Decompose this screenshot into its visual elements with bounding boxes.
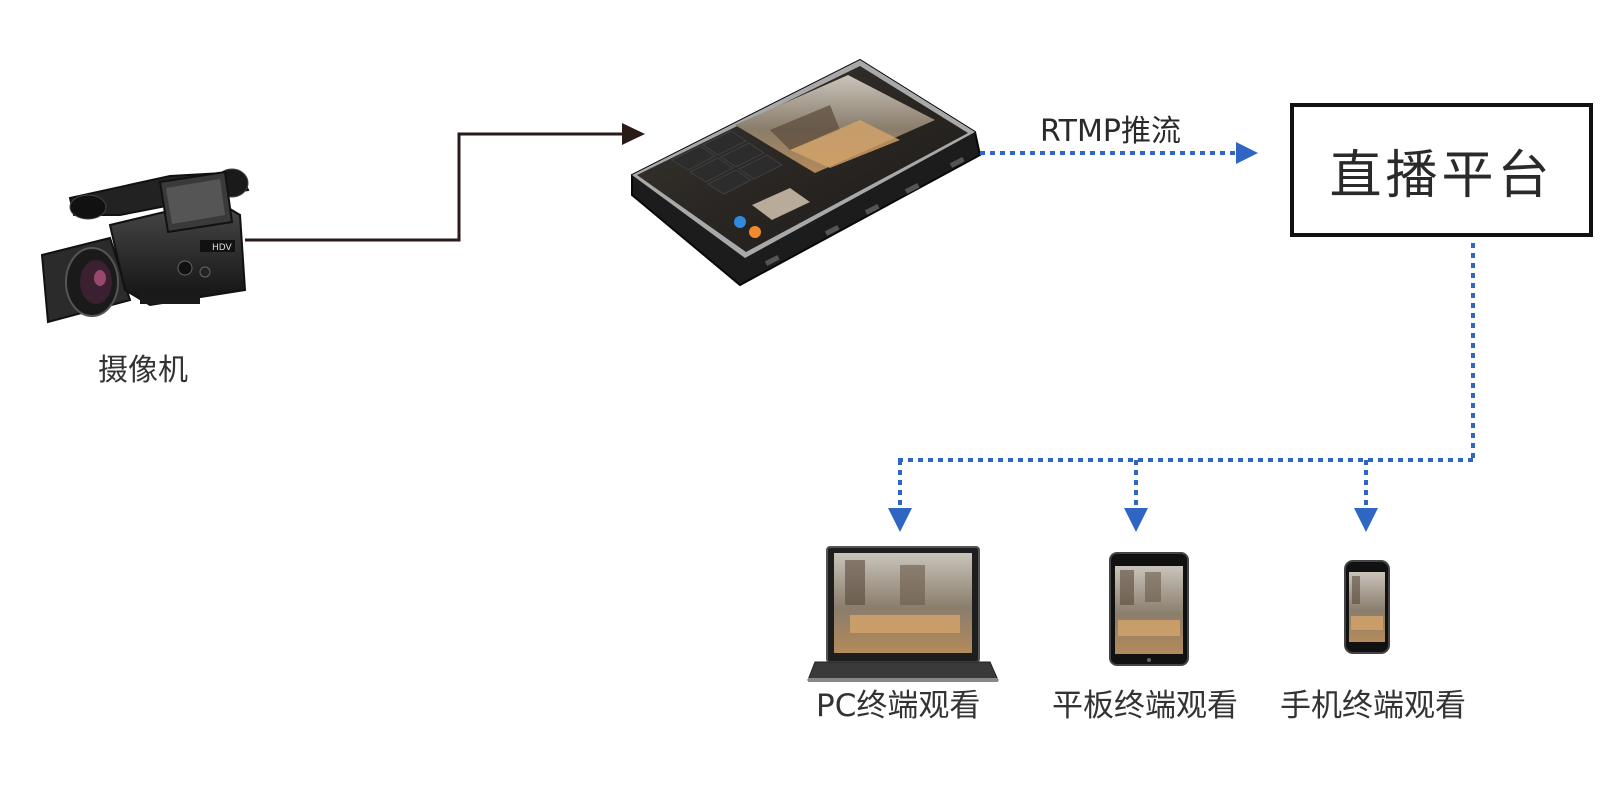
pc-viewer-label: PC终端观看 bbox=[816, 688, 981, 724]
live-platform-label: 直播平台 bbox=[1329, 145, 1554, 206]
live-platform-box: 直播平台 bbox=[1290, 103, 1593, 237]
platform-to-viewers-connector bbox=[898, 243, 1475, 510]
laptop-icon bbox=[807, 546, 999, 682]
camera-icon: HDV bbox=[40, 168, 250, 324]
encoder-to-platform-connector bbox=[980, 142, 1258, 164]
phone-viewer-label: 手机终端观看 bbox=[1280, 688, 1466, 724]
arrowhead-icon bbox=[1354, 508, 1378, 532]
arrowhead-icon bbox=[622, 123, 645, 145]
camera-label: 摄像机 bbox=[98, 353, 188, 388]
camera-brand-text: HDV bbox=[212, 243, 233, 253]
rtmp-push-label: RTMP推流 bbox=[1040, 114, 1181, 149]
tablet-icon bbox=[1109, 552, 1189, 666]
camera-to-encoder-connector bbox=[245, 123, 645, 242]
arrowhead-icon bbox=[888, 508, 912, 532]
arrowhead-icon bbox=[1124, 508, 1148, 532]
encoder-device-icon bbox=[631, 58, 982, 287]
phone-icon bbox=[1344, 560, 1390, 654]
tablet-viewer-label: 平板终端观看 bbox=[1052, 688, 1238, 724]
arrowhead-icon bbox=[1236, 142, 1258, 164]
